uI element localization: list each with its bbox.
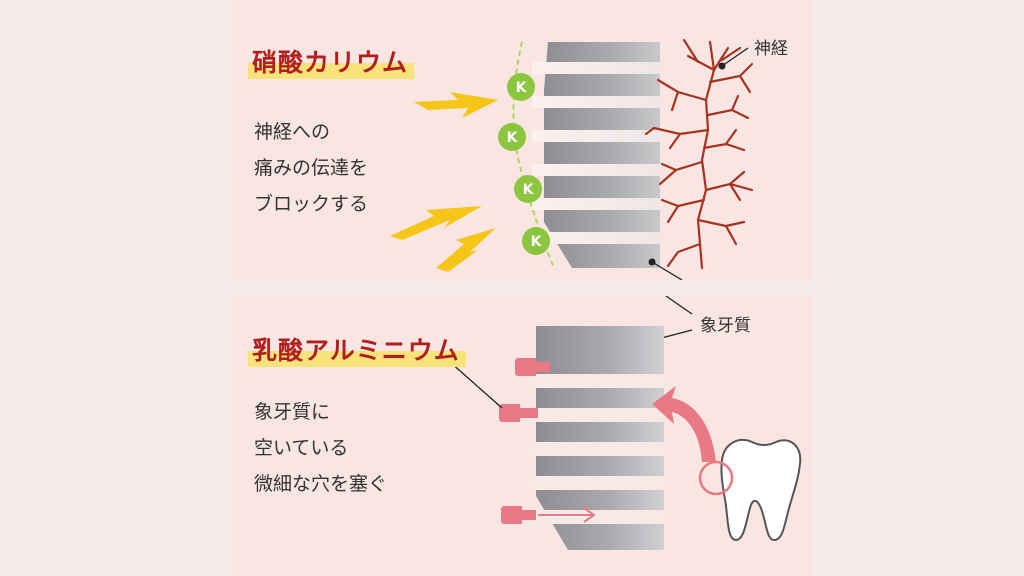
description-line: 象牙質に	[254, 401, 331, 423]
potassium-nitrate-description: 神経への 痛みの伝達を ブロックする	[254, 114, 368, 222]
nerve-label: 神経	[754, 39, 788, 59]
tooth-icon	[698, 439, 802, 542]
lightning-bolt-icon	[436, 228, 496, 272]
dentin-block	[528, 326, 664, 550]
nerve-leader-dot	[718, 62, 726, 70]
potassium-nitrate-title: 硝酸カリウム	[248, 41, 415, 79]
nerve-fibers	[644, 38, 754, 270]
ion-letter: K	[523, 182, 535, 198]
aluminum-lactate-panel: 乳酸アルミニウム 象牙質に 空いている 微細な穴を塞ぐ 象牙質	[232, 296, 812, 576]
description-line: 神経への	[254, 121, 331, 143]
nerve-leader-line	[721, 47, 749, 67]
aluminum-plug	[499, 404, 538, 422]
aluminum-plug	[515, 358, 550, 376]
potassium-nitrate-illustration: K K K K	[390, 38, 754, 280]
potassium-ion: K	[514, 175, 542, 203]
lightning-bolt-icon	[414, 92, 498, 118]
description-line: 痛みの伝達を	[254, 157, 369, 179]
ion-letter: K	[507, 130, 519, 146]
description-line: 微細な穴を塞ぐ	[254, 473, 388, 495]
dentin-leader-line-upper-cont	[665, 296, 693, 315]
potassium-nitrate-panel: K K K K	[232, 0, 812, 280]
description-line: ブロックする	[254, 193, 369, 215]
dentin-leader-line-upper	[651, 261, 683, 280]
aluminum-lactate-illustration	[446, 296, 802, 550]
ion-letter: K	[516, 80, 528, 96]
dentin-block	[532, 42, 660, 268]
description-line: 空いている	[254, 437, 349, 459]
potassium-ion: K	[498, 123, 526, 151]
potassium-ion: K	[507, 73, 535, 101]
right-arrow-icon	[538, 507, 596, 523]
dentin-label: 象牙質	[700, 316, 751, 336]
ion-letter: K	[531, 234, 543, 250]
potassium-ion: K	[522, 227, 550, 255]
aluminum-lactate-description: 象牙質に 空いている 微細な穴を塞ぐ	[254, 394, 387, 502]
dentin-leader-dot-upper	[648, 258, 656, 266]
aluminum-plug	[501, 506, 536, 524]
tooth-highlight-circle	[698, 460, 734, 496]
lightning-bolt-icon	[390, 206, 482, 240]
aluminum-lactate-title: 乳酸アルミニウム	[248, 329, 466, 367]
plug-leader-line	[449, 361, 503, 409]
curved-arrow-icon	[652, 386, 716, 462]
